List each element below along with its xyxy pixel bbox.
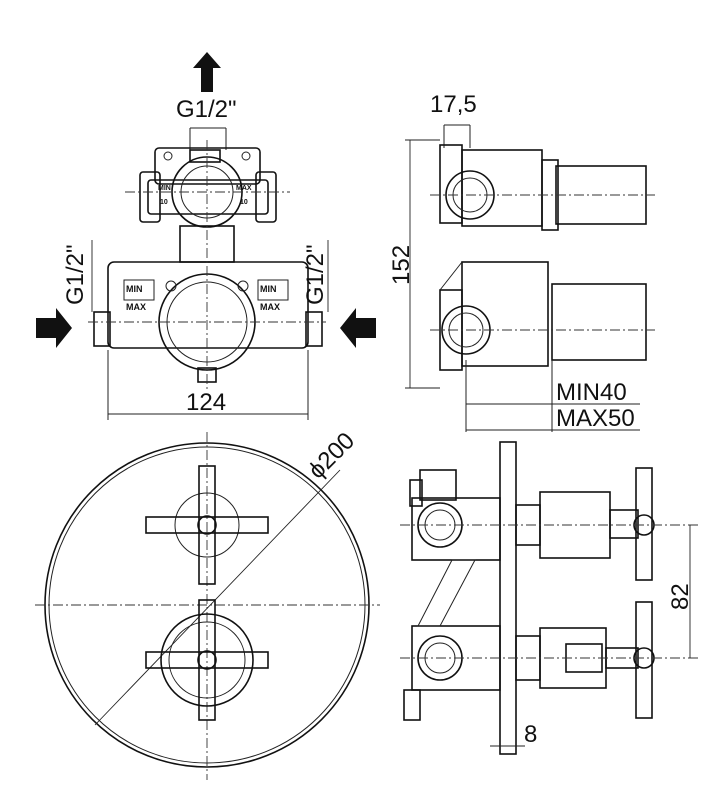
height-dimension: 152 — [388, 245, 415, 285]
thread-top-label: G1/2" — [176, 96, 237, 123]
inlet-arrow-left-icon — [36, 308, 72, 348]
spacing-dimension: 82 — [667, 583, 694, 610]
diverter-left-label: 10 — [160, 199, 168, 206]
side-view: 17,5 152 MIN40 MAX50 — [388, 91, 655, 432]
thread-right-label: G1/2" — [302, 244, 329, 305]
plate-view: ϕ200 — [35, 427, 380, 780]
diameter-label: ϕ200 — [303, 427, 360, 484]
depth-min: MIN40 — [556, 379, 627, 406]
diverter-right-label: 10 — [240, 199, 248, 206]
diverter-cartridge: MIN 10 MAX 10 — [139, 147, 277, 263]
inlet-arrow-right-icon — [340, 308, 376, 348]
depth-max: MAX50 — [556, 405, 635, 432]
diverter-left-min: MIN — [158, 185, 171, 192]
cross-handle-lower — [145, 599, 269, 721]
body-left-min: MIN — [126, 284, 143, 294]
installed-view: 82 8 — [400, 441, 700, 755]
cross-handle-upper — [145, 465, 269, 585]
width-dimension: 124 — [186, 389, 226, 416]
front-view: G1/2" MIN 10 MAX 10 — [36, 52, 376, 420]
body-left-max: MAX — [126, 302, 146, 312]
body-right-max: MAX — [260, 302, 280, 312]
diverter-right-max: MAX — [236, 185, 252, 192]
top-dimension: 17,5 — [430, 91, 477, 118]
thread-left-label: G1/2" — [62, 244, 89, 305]
outlet-arrow-up-icon — [193, 52, 221, 92]
plate-thickness-dimension: 8 — [524, 721, 537, 748]
body-right-min: MIN — [260, 284, 277, 294]
